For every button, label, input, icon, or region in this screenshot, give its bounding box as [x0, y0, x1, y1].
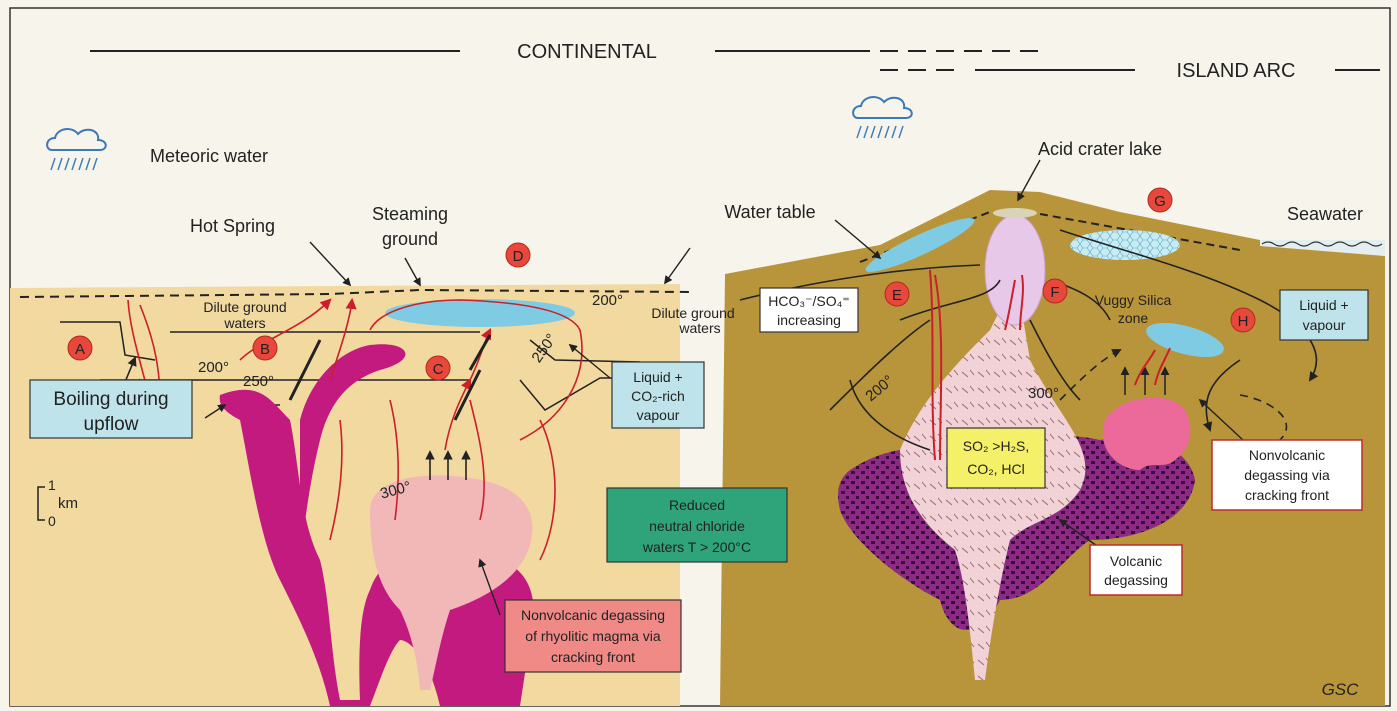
box-nonvolcanic-rhyolitic: Nonvolcanic degassing of rhyolitic magma… [505, 600, 681, 672]
label-steaming-1: Steaming [372, 204, 448, 224]
svg-text:vapour: vapour [1303, 317, 1346, 333]
svg-text:cracking front: cracking front [1245, 487, 1329, 503]
box-reduced-neutral-chloride: Reduced neutral chloride waters T > 200°… [607, 488, 787, 562]
svg-text:CO₂, HCl: CO₂, HCl [967, 461, 1025, 477]
temp-250-left: 250° [243, 373, 274, 390]
marker-b: B [253, 336, 277, 360]
svg-text:H: H [1238, 313, 1249, 330]
temp-300-right: 300° [1028, 385, 1059, 402]
svg-text:degassing via: degassing via [1244, 467, 1330, 483]
svg-text:Reduced: Reduced [669, 497, 725, 513]
svg-text:CO₂-rich: CO₂-rich [631, 388, 685, 404]
svg-text:degassing: degassing [1104, 572, 1168, 588]
box-liquid-vapour: Liquid + vapour [1280, 290, 1368, 340]
box-nonvolcanic-cracking: Nonvolcanic degassing via cracking front [1212, 440, 1362, 510]
svg-text:E: E [892, 287, 902, 304]
marker-c: C [426, 356, 450, 380]
label-hot-spring: Hot Spring [190, 216, 275, 236]
steam-lens [385, 299, 575, 327]
temp-200-mid: 200° [592, 292, 623, 309]
svg-text:B: B [260, 341, 270, 358]
label-vuggy-2: zone [1118, 310, 1149, 326]
label-dilute-right-1: Dilute ground [651, 305, 734, 321]
svg-text:increasing: increasing [777, 312, 841, 328]
box-boiling-upflow: Boiling during upflow [30, 380, 192, 438]
label-dilute-left-1: Dilute ground [203, 299, 286, 315]
label-dilute-right-2: waters [678, 320, 720, 336]
marker-g: G [1148, 188, 1172, 212]
lens-right [1070, 230, 1180, 260]
svg-text:cracking front: cracking front [551, 649, 635, 665]
svg-text:A: A [75, 341, 85, 358]
svg-text:neutral chloride: neutral chloride [649, 518, 745, 534]
svg-text:Volcanic: Volcanic [1110, 553, 1162, 569]
marker-h: H [1231, 308, 1255, 332]
svg-text:of rhyolitic magma via: of rhyolitic magma via [525, 628, 661, 644]
svg-text:waters T > 200°C: waters T > 200°C [642, 539, 751, 555]
box-liquid-co2-vapour: Liquid + CO₂-rich vapour [612, 362, 704, 428]
label-seawater: Seawater [1287, 204, 1363, 224]
svg-text:HCO₃⁻/SO₄⁼: HCO₃⁻/SO₄⁼ [768, 293, 849, 309]
svg-text:F: F [1050, 284, 1059, 301]
scale-unit: km [58, 495, 78, 512]
marker-e: E [885, 282, 909, 306]
svg-text:C: C [433, 361, 444, 378]
scale-top: 1 [48, 477, 56, 493]
acid-zone [985, 215, 1045, 325]
svg-text:Boiling during: Boiling during [53, 389, 168, 410]
temp-200-left: 200° [198, 359, 229, 376]
svg-text:vapour: vapour [637, 407, 680, 423]
header-continental: CONTINENTAL [517, 41, 657, 63]
box-volcanic-degassing: Volcanic degassing [1090, 545, 1182, 595]
svg-text:Nonvolcanic degassing: Nonvolcanic degassing [521, 607, 665, 623]
marker-f: F [1043, 279, 1067, 303]
label-acid-crater-lake: Acid crater lake [1038, 139, 1162, 159]
label-dilute-left-2: waters [223, 315, 265, 331]
header-island-arc: ISLAND ARC [1177, 60, 1296, 82]
svg-text:Liquid +: Liquid + [633, 369, 682, 385]
marker-d: D [506, 243, 530, 267]
marker-a: A [68, 336, 92, 360]
svg-text:Nonvolcanic: Nonvolcanic [1249, 447, 1325, 463]
box-so2-gases: SO₂ >H₂S, CO₂, HCl [947, 428, 1045, 488]
label-vuggy-1: Vuggy Silica [1095, 292, 1172, 308]
label-steaming-2: ground [382, 229, 438, 249]
svg-text:upflow: upflow [84, 414, 139, 435]
box-hco3-so4: HCO₃⁻/SO₄⁼ increasing [760, 288, 858, 332]
label-water-table: Water table [724, 202, 815, 222]
svg-text:D: D [513, 248, 524, 265]
crater-lake [993, 208, 1037, 218]
label-meteoric-water: Meteoric water [150, 146, 268, 166]
svg-text:SO₂ >H₂S,: SO₂ >H₂S, [963, 438, 1030, 454]
svg-text:Liquid +: Liquid + [1299, 297, 1348, 313]
scale-bottom: 0 [48, 513, 56, 529]
svg-text:G: G [1154, 193, 1166, 210]
credit-gsc: GSC [1322, 680, 1360, 699]
